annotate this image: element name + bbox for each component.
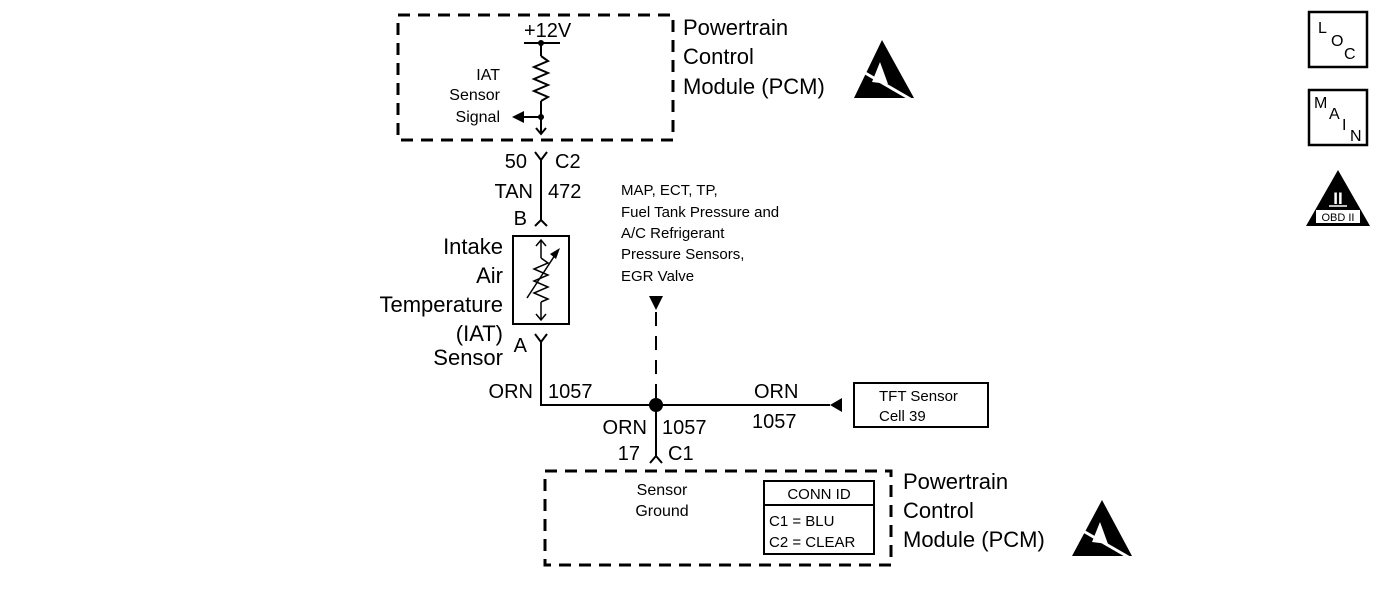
orn-wire-left — [540, 342, 656, 406]
conn-id-row-1: C1 = BLU — [769, 513, 834, 530]
right-wire-color: ORN — [754, 381, 798, 403]
sensor-pin-b: B — [514, 208, 527, 230]
pcm-top-title-1: Powertrain — [683, 15, 788, 40]
signal-arrow-left-icon — [512, 111, 524, 123]
iat-label-4: (IAT) — [456, 321, 503, 346]
c2-fork — [534, 151, 548, 162]
shared-sensors-3: A/C Refrigerant — [621, 225, 725, 242]
main-icon[interactable]: M A I N — [1307, 88, 1369, 147]
pcm-bottom-title-1: Powertrain — [903, 469, 1008, 494]
pcm-top-title-2: Control — [683, 44, 754, 69]
loc-letter-o: O — [1331, 33, 1343, 50]
orn-wires: ORN 1057 ORN 1057 ORN 1057 17 C1 — [489, 296, 842, 465]
pullup-resistor — [531, 55, 551, 102]
iat-arrow-up — [535, 238, 547, 247]
pcm-bottom-title-3: Module (PCM) — [903, 527, 1045, 552]
shared-sensors-4: Pressure Sensors, — [621, 246, 744, 263]
c2-pin: 50 — [505, 151, 527, 173]
obd-ii-icon[interactable]: II OBD II — [1306, 170, 1370, 226]
ground-label-1: Sensor — [637, 482, 688, 499]
shared-sensors-label: MAP, ECT, TP, Fuel Tank Pressure and A/C… — [621, 182, 779, 285]
shared-sensors-5: EGR Valve — [621, 268, 694, 285]
down-wire-circuit: 1057 — [662, 417, 707, 439]
c1-fork — [649, 454, 663, 464]
down-wire-color: ORN — [603, 417, 647, 439]
tan-wire-color: TAN — [494, 181, 533, 203]
variable-arrow-head-icon — [550, 248, 560, 259]
shared-arrow-icon — [649, 296, 663, 310]
pcm-top-title-3: Module (PCM) — [683, 74, 825, 99]
c1-connector: C1 — [668, 443, 694, 465]
thermistor — [532, 257, 550, 303]
ground-label-2: Ground — [635, 503, 688, 520]
loc-letter-c: C — [1344, 46, 1356, 63]
right-wire-circuit: 1057 — [752, 411, 797, 433]
variable-arrow — [526, 251, 558, 299]
conn-id-border — [763, 480, 875, 555]
esd-warning-icon — [1072, 500, 1132, 560]
obd-label: OBD II — [1321, 212, 1354, 224]
main-letter-a: A — [1329, 106, 1340, 123]
loc-icon[interactable]: L O C — [1307, 10, 1369, 69]
iat-sensor-box — [512, 235, 570, 325]
sensor-b-fork — [534, 218, 548, 227]
esd-warning-icon — [854, 40, 914, 102]
left-wire-color: ORN — [489, 381, 533, 403]
shared-sensors-2: Fuel Tank Pressure and — [621, 204, 779, 221]
main-letter-n: N — [1350, 128, 1362, 145]
iat-label-5: Sensor — [433, 345, 503, 370]
main-letter-m: M — [1314, 95, 1327, 112]
pcm-top: +12V IAT Sensor Signal Powertrain Contro… — [396, 13, 914, 142]
splice-dot — [649, 398, 663, 412]
c2-connector: C2 — [555, 151, 581, 173]
pcm-bottom: Sensor Ground CONN ID C1 = BLU C2 = CLEA… — [543, 469, 1132, 567]
conn-id-table: CONN ID C1 = BLU C2 = CLEAR — [763, 480, 875, 555]
iat-label-2: Air — [476, 263, 503, 288]
iat-arrow-down — [535, 313, 547, 322]
signal-label-2: Sensor — [449, 87, 500, 104]
c1-pin: 17 — [618, 443, 640, 465]
conn-id-title: CONN ID — [787, 486, 851, 503]
tft-label-1: TFT Sensor — [879, 388, 958, 405]
tft-box-border — [853, 382, 989, 428]
sensor-pin-a: A — [514, 335, 528, 357]
main-letter-i: I — [1342, 117, 1346, 134]
signal-arrow-down — [535, 127, 547, 136]
obd-numeral: II — [1333, 189, 1342, 208]
tft-label-2: Cell 39 — [879, 408, 926, 425]
iat-sensor: Intake Air Temperature (IAT) Sensor A — [379, 234, 570, 370]
tft-sensor-box: TFT Sensor Cell 39 — [853, 382, 989, 428]
sensor-a-fork — [534, 333, 548, 344]
pcm-bottom-title-2: Control — [903, 498, 974, 523]
tft-arrow-icon — [830, 398, 842, 412]
left-wire-circuit: 1057 — [548, 381, 593, 403]
iat-label-1: Intake — [443, 234, 503, 259]
signal-label-3: Signal — [456, 109, 500, 126]
loc-letter-l: L — [1318, 20, 1327, 37]
signal-label-1: IAT — [476, 67, 500, 84]
conn-id-row-2: C2 = CLEAR — [769, 534, 855, 551]
voltage-label: +12V — [524, 20, 572, 42]
connector-c2: 50 C2 TAN 472 B — [494, 151, 581, 230]
iat-label-3: Temperature — [379, 292, 503, 317]
tan-wire-circuit: 472 — [548, 181, 581, 203]
shared-sensors-1: MAP, ECT, TP, — [621, 182, 718, 199]
